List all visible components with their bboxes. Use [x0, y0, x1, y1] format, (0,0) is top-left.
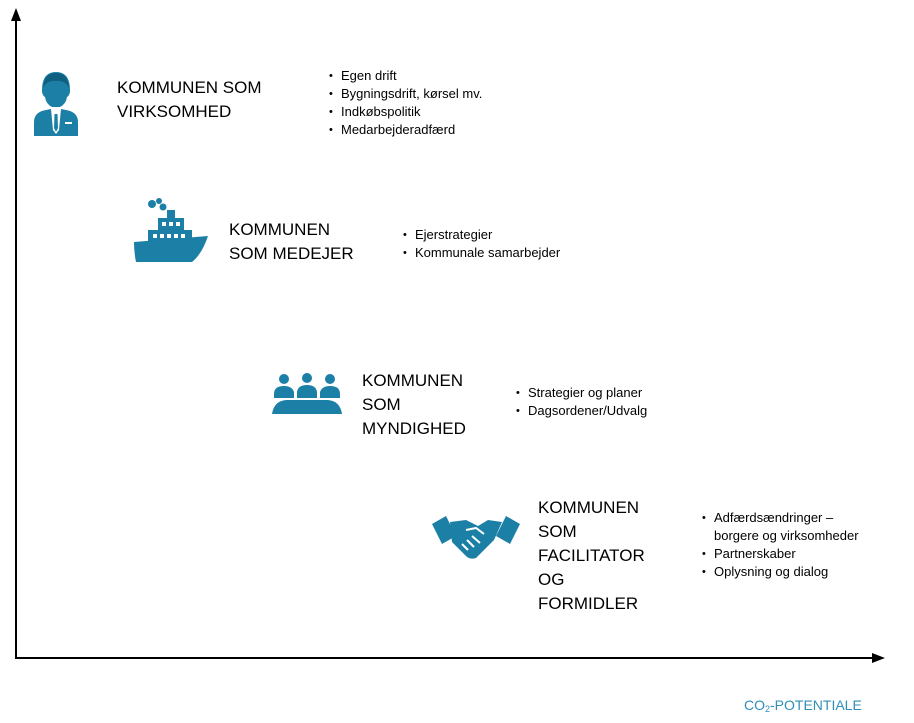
x-axis-line — [15, 657, 875, 659]
list-item: Adfærdsændringer – borgere og virksomhed… — [702, 509, 859, 545]
role-title: KOMMUNEN SOM MEDEJER — [229, 220, 354, 263]
list-item: Medarbejderadfærd — [329, 121, 482, 139]
role-title: KOMMUNEN SOM VIRKSOMHED — [117, 78, 262, 121]
list-item: Dagsordener/Udvalg — [516, 402, 647, 420]
bullet-list: Ejerstrategier Kommunale samarbejder — [403, 226, 560, 262]
y-axis-arrow — [11, 8, 21, 21]
role-title: KOMMUNEN SOM FACILITATOR OG FORMIDLER — [538, 498, 645, 613]
x-axis-arrow — [872, 653, 885, 663]
x-axis-label: CO2-POTENTIALE — [744, 697, 862, 714]
y-axis-line — [15, 18, 17, 659]
list-item: Partnerskaber — [702, 545, 859, 563]
role-title: KOMMUNEN SOM MYNDIGHED — [362, 371, 466, 438]
bullet-list: Adfærdsændringer – borgere og virksomhed… — [702, 509, 859, 581]
list-item: Ejerstrategier — [403, 226, 560, 244]
handshake-icon — [432, 516, 520, 559]
ship-icon — [134, 198, 208, 262]
meeting-group-icon — [272, 373, 342, 414]
list-item: Oplysning og dialog — [702, 563, 859, 581]
list-item: Indkøbspolitik — [329, 103, 482, 121]
businessman-icon — [34, 72, 78, 136]
bullet-list: Egen drift Bygningsdrift, kørsel mv. Ind… — [329, 67, 482, 139]
list-item: Strategier og planer — [516, 384, 647, 402]
list-item: Egen drift — [329, 67, 482, 85]
bullet-list: Strategier og planer Dagsordener/Udvalg — [516, 384, 647, 420]
list-item: Kommunale samarbejder — [403, 244, 560, 262]
list-item: Bygningsdrift, kørsel mv. — [329, 85, 482, 103]
